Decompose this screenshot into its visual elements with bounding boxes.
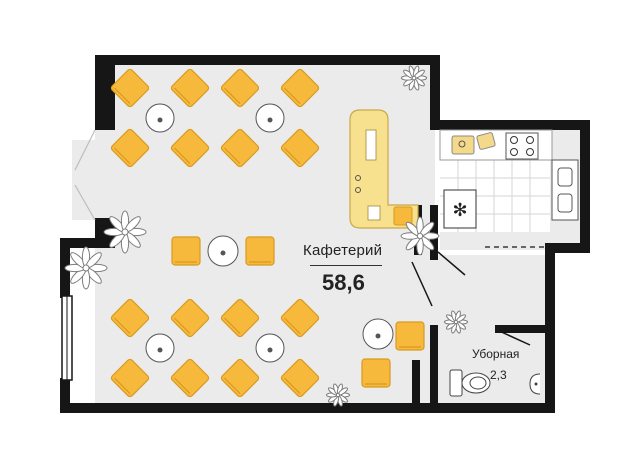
wall-top-left-pier — [95, 55, 115, 130]
chair — [110, 128, 150, 168]
table — [255, 103, 285, 133]
chair — [170, 68, 210, 108]
table — [207, 235, 239, 267]
wc-sink-icon — [529, 373, 541, 395]
chair — [395, 321, 425, 351]
wall-left-bottom — [60, 378, 70, 413]
furniture — [110, 68, 425, 398]
chair — [280, 68, 320, 108]
chair — [280, 298, 320, 338]
chair — [170, 358, 210, 398]
table — [145, 333, 175, 363]
plant-icon — [400, 65, 428, 91]
bar-counter — [349, 109, 419, 229]
plant-icon — [103, 210, 147, 254]
wall-wc-left — [430, 325, 438, 413]
wall-bottom — [60, 403, 550, 413]
chair — [171, 236, 201, 266]
room-name-cafeteria: Кафетерий — [303, 242, 383, 259]
plant-icon — [400, 216, 440, 256]
plant-icon — [325, 383, 351, 407]
chair — [110, 358, 150, 398]
chair — [280, 358, 320, 398]
chair — [220, 68, 260, 108]
entry-floor — [72, 140, 102, 220]
cutting-board-icon — [451, 135, 475, 155]
wall-wc-inner — [412, 360, 420, 405]
plant-icon — [443, 310, 469, 334]
chair — [220, 128, 260, 168]
freezer-door — [411, 261, 433, 307]
chair — [361, 358, 391, 388]
wall-kitchen-bottom-right — [545, 243, 590, 253]
snowflake-icon: ✻ — [452, 200, 467, 221]
wall-right-hall-top — [430, 55, 440, 130]
wall-left-lower — [60, 238, 115, 248]
chair — [245, 236, 275, 266]
sink-icon — [551, 159, 579, 221]
room-name-restroom: Уборная — [472, 347, 520, 361]
wall-wc-top — [495, 325, 550, 333]
plant-icon — [64, 246, 108, 290]
wall-freezer-right — [430, 205, 438, 260]
wall-top — [95, 55, 440, 65]
area-underline — [310, 265, 382, 266]
window — [61, 295, 73, 381]
wall-kitchen-right — [580, 120, 590, 250]
chair — [220, 358, 260, 398]
room-area-cafeteria: 58,6 — [322, 270, 365, 295]
chair — [110, 68, 150, 108]
cutting-board-icon-2 — [476, 132, 496, 150]
chair — [170, 128, 210, 168]
bar-stool — [393, 206, 413, 226]
table — [362, 318, 394, 350]
chair — [110, 298, 150, 338]
table — [145, 103, 175, 133]
chair — [280, 128, 320, 168]
wall-kitchen-top — [430, 120, 590, 130]
table — [255, 333, 285, 363]
interior-doors — [411, 251, 531, 346]
freezer: ✻ — [443, 189, 477, 229]
toilet-icon — [449, 369, 491, 397]
wc-door — [496, 329, 531, 346]
chair — [170, 298, 210, 338]
entry-doors — [74, 129, 96, 221]
stove-icon — [505, 132, 539, 160]
room-area-restroom: 2,3 — [490, 368, 507, 382]
kitchen-counter — [439, 129, 553, 161]
plants — [64, 65, 469, 407]
walls — [60, 55, 590, 413]
kitchen-door — [437, 251, 466, 276]
chair — [220, 298, 260, 338]
